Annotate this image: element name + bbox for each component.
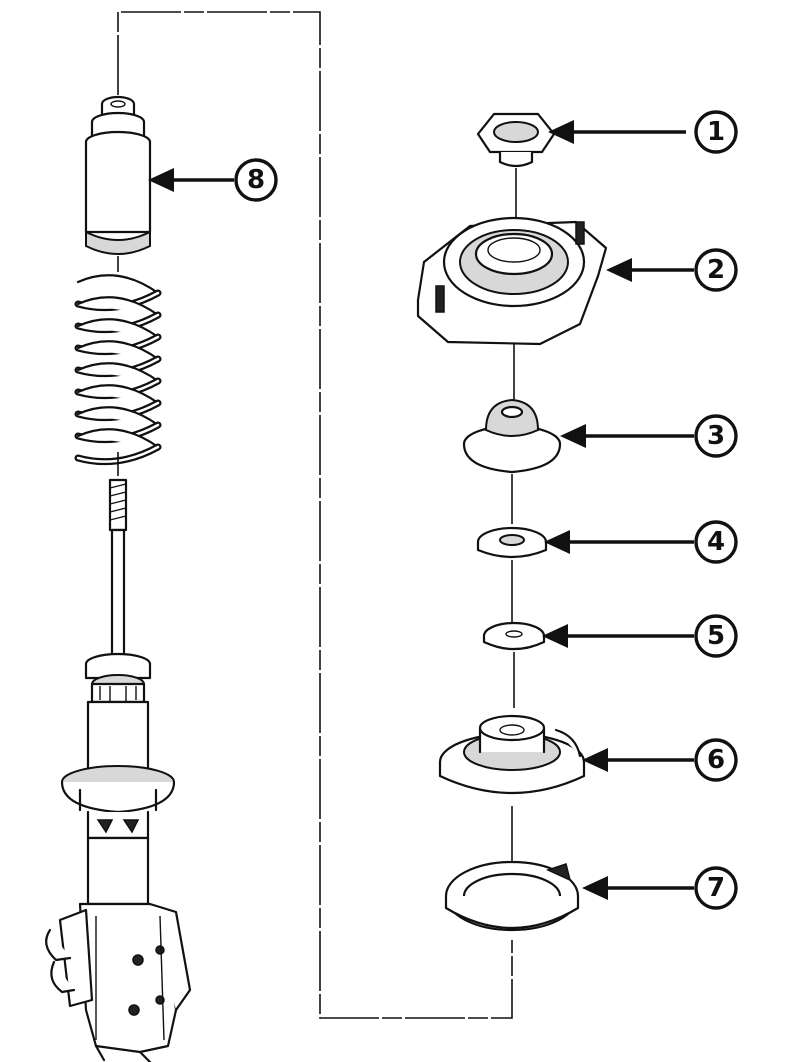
assembly-connector-line xyxy=(117,11,513,1019)
callout-number-1: 1 xyxy=(707,117,725,147)
spacer-part xyxy=(482,621,546,651)
bearing-seat-part xyxy=(438,714,586,794)
callout-badge-8 xyxy=(234,158,278,202)
top-nut-part xyxy=(476,112,556,168)
callout-6: 6 xyxy=(582,738,738,782)
coil-spring-part xyxy=(74,274,162,466)
spring-coil-turn xyxy=(76,274,160,295)
callout-5: 5 xyxy=(542,614,738,658)
callout-number-5: 5 xyxy=(707,621,725,651)
callout-badge-4 xyxy=(694,520,738,564)
callout-2: 2 xyxy=(606,248,738,292)
spring-coil-turn xyxy=(76,428,160,449)
washer-part xyxy=(476,526,548,559)
callout-badge-7 xyxy=(694,866,738,910)
callout-number-6: 6 xyxy=(707,745,725,775)
callout-number-8: 8 xyxy=(247,165,265,195)
callout-number-3: 3 xyxy=(707,421,725,451)
callout-3: 3 xyxy=(560,414,738,458)
strut-assembly xyxy=(45,95,192,1062)
strut-upper-collar xyxy=(84,652,152,704)
callout-badge-3 xyxy=(694,414,738,458)
spring-coil-turn xyxy=(76,340,160,361)
dust-boot-part xyxy=(84,95,152,255)
spring-coil-turn xyxy=(76,318,160,339)
callout-8: 8 xyxy=(148,158,278,202)
lower-seat-part xyxy=(444,860,580,932)
callout-number-7: 7 xyxy=(707,873,725,903)
upper-insulator-part xyxy=(462,398,562,474)
callout-number-2: 2 xyxy=(707,255,725,285)
piston-rod-part xyxy=(108,478,128,660)
callout-1: 1 xyxy=(548,110,738,154)
spring-coil-turn xyxy=(76,362,160,383)
callout-badge-5 xyxy=(694,614,738,658)
strut-mount-part xyxy=(416,216,608,346)
callout-badge-1 xyxy=(694,110,738,154)
callout-4: 4 xyxy=(544,520,738,564)
mount-stack xyxy=(416,112,608,932)
strut-body-part xyxy=(45,700,192,1062)
spring-coil-turn xyxy=(76,296,160,317)
callout-badge-2 xyxy=(694,248,738,292)
spring-coil-turn xyxy=(76,384,160,405)
callout-7: 7 xyxy=(582,866,738,910)
callout-number-4: 4 xyxy=(707,527,725,557)
spring-coil-turn xyxy=(76,406,160,427)
callout-badge-6 xyxy=(694,738,738,782)
